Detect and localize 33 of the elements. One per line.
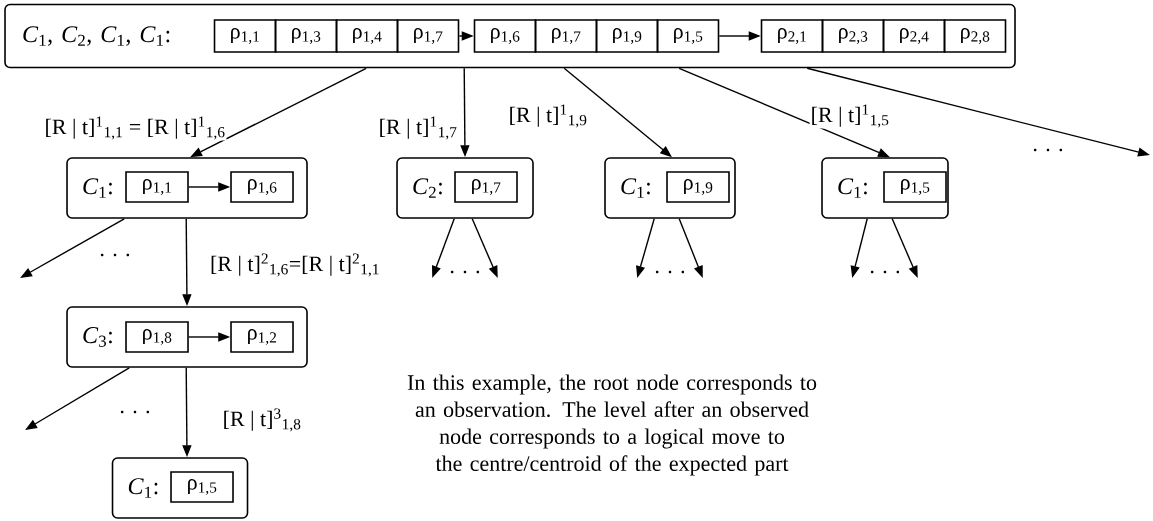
ellipsis: . . . xyxy=(655,270,685,274)
element-box: ρ$_{1,4}$ xyxy=(335,19,399,53)
ellipsis: . . . xyxy=(100,253,130,257)
element-box: ρ$_{1,1}$ xyxy=(213,19,277,53)
edge-label: [R | t]$^{1}$1,5 xyxy=(809,103,891,129)
edge-label: [R | t]$^{1}$1,9 xyxy=(507,103,589,129)
element-box: ρ$_{1,6}$ xyxy=(473,19,537,53)
element-box: ρ$_{1,9}$ xyxy=(666,171,730,203)
element-box: ρ$_{1,7}$ xyxy=(396,19,460,53)
edge-label: [R | t]$^{3}$1,8 xyxy=(221,407,303,433)
ellipsis: . . . xyxy=(120,410,150,414)
element-box: ρ$_{1,6}$ xyxy=(230,171,294,203)
element-box: ρ$_{1,5}$ xyxy=(170,471,234,503)
element-box: ρ$_{1,8}$ xyxy=(125,321,189,353)
ellipsis: . . . xyxy=(1033,148,1063,152)
element-box: ρ$_{1,7}$ xyxy=(454,171,518,203)
element-box: ρ$_{1,5}$ xyxy=(883,171,947,203)
element-box: ρ$_{1,7}$ xyxy=(534,19,598,53)
element-box: ρ$_{2,4}$ xyxy=(882,19,946,53)
edge-label: [R | t]$^{2}$$_{1,6}$=[R | t]$^{2}$1,1 xyxy=(209,252,381,278)
note-text: In this example, the root node corresponds to an observation. The level after an observed node corresponds to a logical move to the centre/centroid of the expected part xyxy=(407,374,817,476)
element-box: ρ$_{1,5}$ xyxy=(656,19,720,53)
element-box: ρ$_{1,2}$ xyxy=(230,321,294,353)
ellipsis: . . . xyxy=(870,270,900,274)
edge-label: [R | t]$^{1}$1,7 xyxy=(377,115,459,141)
edge-label: [R | t]$^{1}$$_{1,1}$ = [R | t]$^{1}$1,6 xyxy=(43,115,227,141)
element-box: ρ$_{1,3}$ xyxy=(274,19,338,53)
element-box: ρ$_{2,8}$ xyxy=(943,19,1007,53)
element-box: ρ$_{1,9}$ xyxy=(595,19,659,53)
element-box: ρ$_{2,3}$ xyxy=(821,19,885,53)
element-box: ρ$_{1,1}$ xyxy=(125,171,189,203)
ellipsis: . . . xyxy=(450,270,480,274)
element-box: ρ$_{2,1}$ xyxy=(760,19,824,53)
